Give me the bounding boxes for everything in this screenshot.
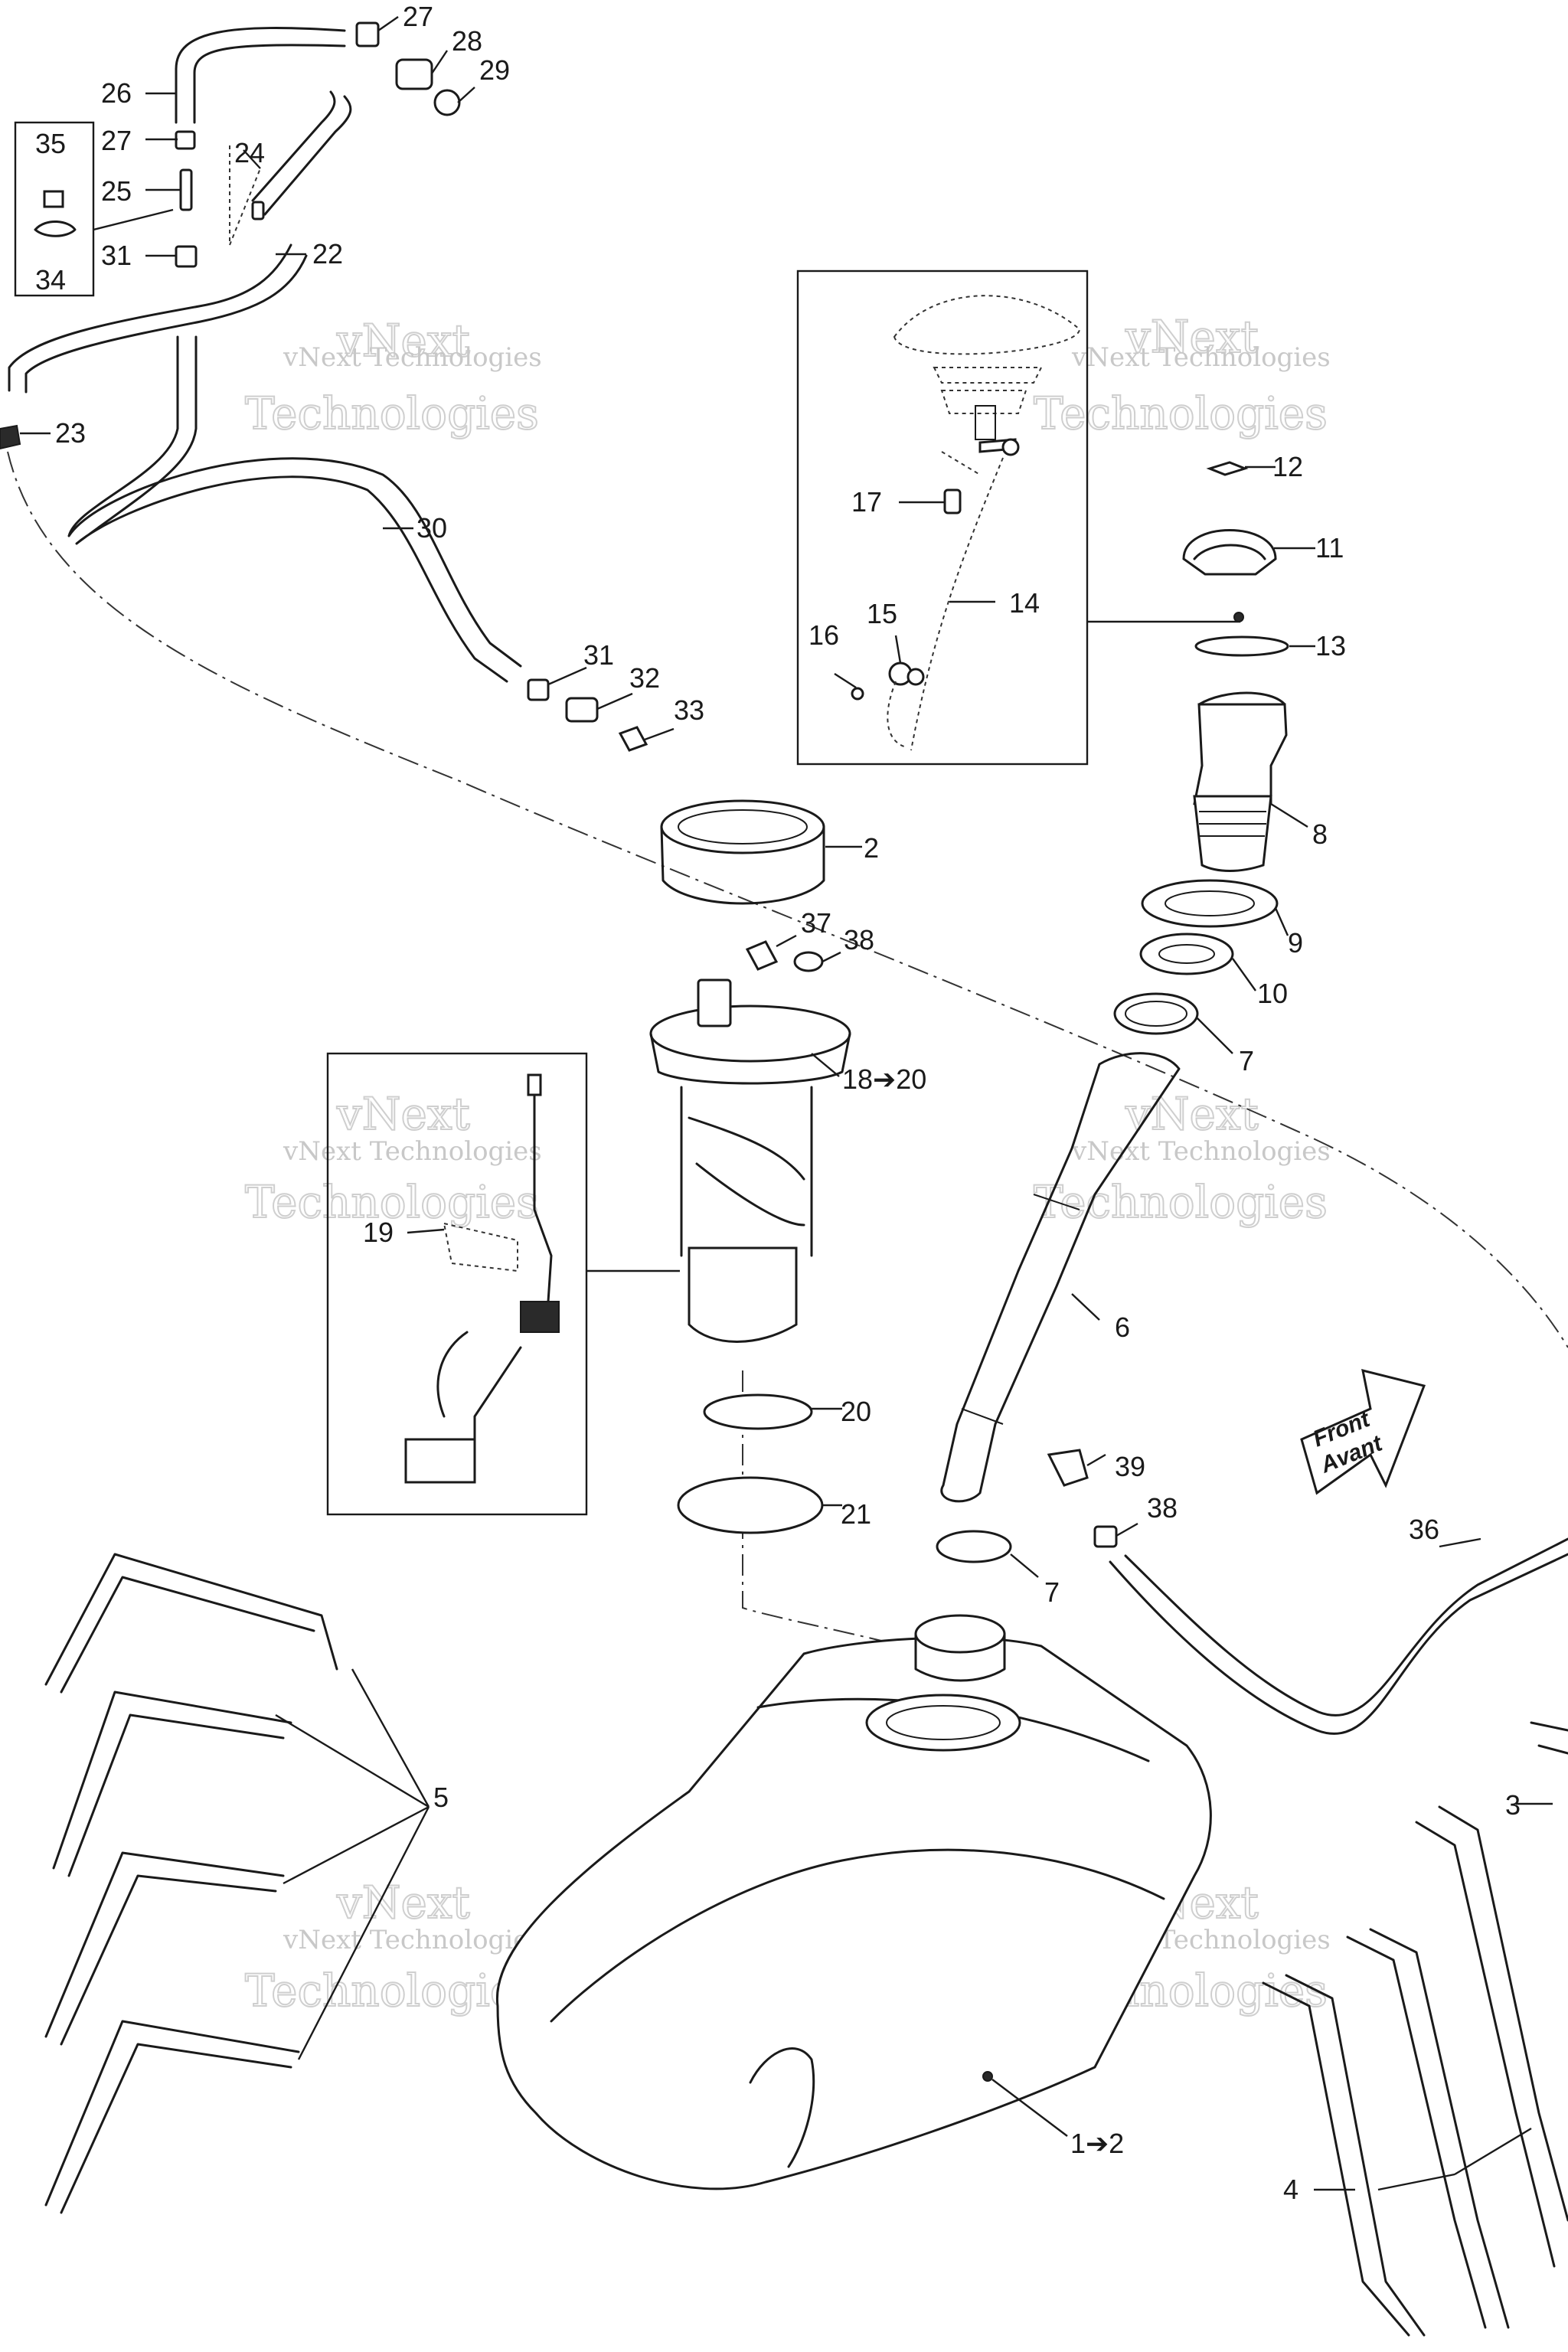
callout-23: 23 bbox=[55, 417, 86, 449]
pump-gasket bbox=[703, 1393, 813, 1430]
callout-31-top: 31 bbox=[101, 240, 132, 271]
vent-hose bbox=[1109, 1553, 1568, 1735]
vent-elbow bbox=[1047, 1449, 1089, 1487]
svg-text:vNext: vNext bbox=[336, 1088, 470, 1140]
gas-cap-detail bbox=[851, 295, 1081, 751]
callout-labels: 27 28 29 26 27 24 25 35 34 31 22 23 30 3… bbox=[35, 1, 1521, 2205]
watermark-left-top: vNext vNext Technologies Technologies bbox=[244, 314, 542, 440]
callout-9: 9 bbox=[1288, 927, 1303, 959]
callout-25: 25 bbox=[101, 175, 132, 207]
assembly-centerline bbox=[7, 451, 1568, 1348]
callout-8: 8 bbox=[1312, 818, 1328, 850]
lower-clamp bbox=[936, 1530, 1012, 1563]
svg-text:Technologies: Technologies bbox=[1034, 1176, 1328, 1228]
callout-14: 14 bbox=[1009, 587, 1040, 619]
svg-text:vNext Technologies: vNext Technologies bbox=[1071, 342, 1331, 373]
callout-17: 17 bbox=[851, 486, 882, 518]
callout-18-20: 18➔20 bbox=[842, 1063, 926, 1095]
callout-7-top: 7 bbox=[1239, 1045, 1254, 1076]
filler-neck-assembly bbox=[1113, 461, 1289, 1035]
callout-leaders bbox=[20, 16, 1553, 2191]
svg-text:vNext Technologies: vNext Technologies bbox=[1071, 1136, 1331, 1167]
callout-38: 38 bbox=[1147, 1492, 1178, 1524]
callout-15: 15 bbox=[867, 598, 897, 629]
callout-32: 32 bbox=[629, 662, 660, 694]
watermark-right-mid: vNext vNext Technologies Technologies bbox=[1033, 1087, 1331, 1229]
callout-12: 12 bbox=[1272, 451, 1303, 482]
watermark-left-bottom: vNext vNext Technologies Technologies bbox=[244, 1876, 542, 2017]
callout-27-top: 27 bbox=[403, 1, 433, 32]
callout-30: 30 bbox=[416, 512, 447, 544]
tank-straps-right bbox=[1262, 1721, 1568, 2337]
callout-36: 36 bbox=[1409, 1514, 1439, 1545]
callout-2: 2 bbox=[864, 832, 879, 864]
level-sender-detail bbox=[404, 1073, 560, 1484]
svg-text:vNext: vNext bbox=[336, 315, 470, 367]
watermark-right-top: vNext vNext Technologies Technologies bbox=[1033, 310, 1331, 440]
callout-22: 22 bbox=[312, 238, 343, 270]
callout-24: 24 bbox=[234, 137, 265, 168]
svg-text:vNext: vNext bbox=[1125, 1088, 1259, 1140]
fuel-pump-module bbox=[649, 940, 851, 1343]
callout-26: 26 bbox=[101, 77, 132, 109]
svg-text:Technologies: Technologies bbox=[245, 387, 539, 439]
lock-ring bbox=[660, 799, 825, 905]
callout-11: 11 bbox=[1315, 532, 1344, 564]
callout-37: 37 bbox=[801, 907, 831, 939]
callout-35: 35 bbox=[35, 128, 66, 159]
callout-28: 28 bbox=[452, 25, 482, 57]
callout-20: 20 bbox=[841, 1396, 871, 1427]
svg-text:vNext: vNext bbox=[1125, 311, 1259, 363]
svg-text:Technologies: Technologies bbox=[245, 1176, 539, 1228]
callout-31: 31 bbox=[583, 639, 614, 671]
callout-7: 7 bbox=[1044, 1576, 1060, 1608]
callout-13: 13 bbox=[1315, 630, 1346, 662]
callout-38-top: 38 bbox=[844, 924, 874, 956]
callout-4: 4 bbox=[1283, 2174, 1298, 2205]
inset-box-sender bbox=[326, 1052, 588, 1516]
vent-hose-assembly bbox=[0, 21, 648, 752]
callout-34: 34 bbox=[35, 264, 66, 296]
svg-text:Technologies: Technologies bbox=[1034, 387, 1328, 439]
watermark-left-mid: vNext vNext Technologies Technologies bbox=[244, 1087, 542, 1229]
assembly-line-pump bbox=[742, 1370, 904, 1647]
callout-16: 16 bbox=[808, 619, 839, 651]
inset-box-cap bbox=[796, 270, 1089, 766]
vent-fitting bbox=[1093, 1525, 1118, 1548]
svg-text:vNext Technologies: vNext Technologies bbox=[283, 342, 542, 373]
callout-19: 19 bbox=[363, 1217, 394, 1248]
callout-1-2: 1➔2 bbox=[1070, 2128, 1124, 2159]
inset-box-clamp bbox=[14, 121, 95, 297]
svg-text:Technologies: Technologies bbox=[245, 1965, 539, 2017]
svg-text:vNext Technologies: vNext Technologies bbox=[283, 1925, 542, 1955]
callout-33: 33 bbox=[674, 694, 704, 726]
callout-3: 3 bbox=[1505, 1789, 1521, 1821]
callout-10: 10 bbox=[1257, 978, 1288, 1009]
front-direction-arrow: Front Avant bbox=[1300, 1368, 1426, 1495]
filler-hose-band bbox=[961, 1194, 1080, 1425]
fuel-tank bbox=[495, 1614, 1212, 2190]
callout-6: 6 bbox=[1115, 1312, 1130, 1343]
inset-clamp-parts bbox=[34, 190, 77, 237]
callout-27: 27 bbox=[101, 125, 132, 156]
inset-arrow bbox=[93, 208, 174, 231]
callout-29: 29 bbox=[479, 54, 510, 86]
svg-text:vNext: vNext bbox=[336, 1877, 470, 1929]
callout-5: 5 bbox=[433, 1782, 449, 1813]
tank-straps-left bbox=[44, 1553, 430, 2214]
pump-seal bbox=[677, 1476, 824, 1534]
filler-hose bbox=[940, 1052, 1181, 1503]
callout-21: 21 bbox=[841, 1498, 871, 1530]
callout-39: 39 bbox=[1115, 1451, 1145, 1482]
svg-text:vNext Technologies: vNext Technologies bbox=[283, 1136, 542, 1167]
